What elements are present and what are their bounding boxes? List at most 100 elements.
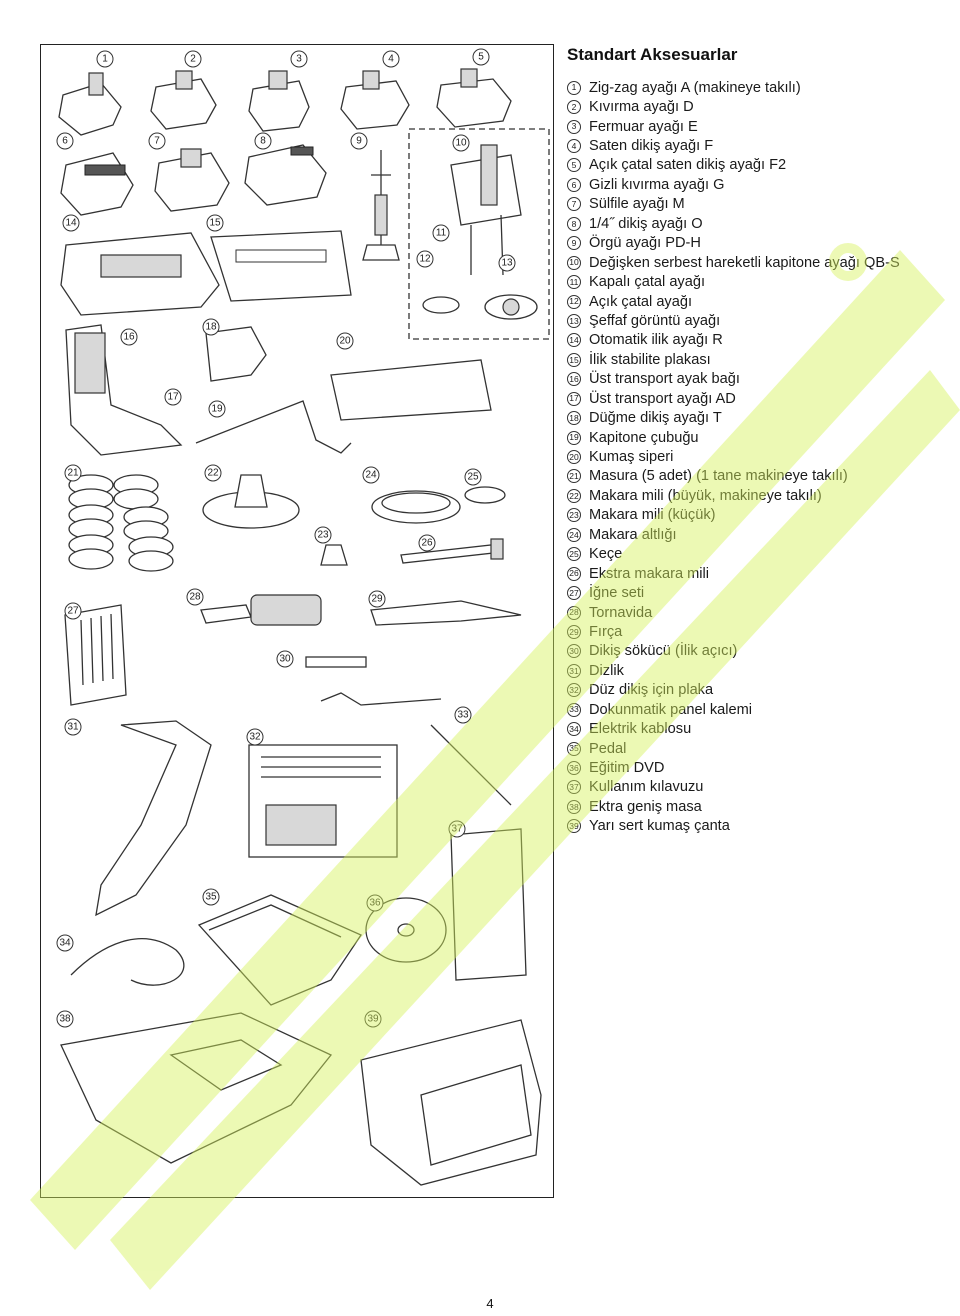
item-label: Makara mili (büyük, makineye takılı): [589, 487, 822, 504]
svg-text:7: 7: [154, 136, 160, 147]
svg-text:27: 27: [67, 606, 79, 617]
list-item: 32 Düz dikiş için plaka: [567, 681, 900, 700]
item-label: Yarı sert kumaş çanta: [589, 818, 730, 835]
item-label: Kapitone çubuğu: [589, 429, 699, 446]
item-label: Eğitim DVD: [589, 760, 665, 777]
item-label: Kapalı çatal ayağı: [589, 274, 706, 291]
item-number-badge: 22: [567, 488, 581, 503]
list-item: 24 Makara altlığı: [567, 525, 900, 544]
list-item: 5 Açık çatal saten dikiş ayağı F2: [567, 156, 900, 175]
item-number-badge: 18: [567, 411, 581, 426]
item-number-badge: 21: [567, 469, 581, 484]
item-number-badge: 24: [567, 527, 581, 542]
svg-text:28: 28: [189, 592, 201, 603]
section-title: Standart Aksesuarlar: [567, 45, 738, 64]
svg-text:10: 10: [455, 138, 467, 149]
quilting-bar-drawing: [195, 400, 352, 454]
svg-text:1: 1: [102, 54, 108, 65]
item-label: Üst transport ayağı AD: [589, 390, 736, 407]
item-number-badge: 5: [567, 158, 581, 173]
item-number-badge: 4: [567, 139, 581, 154]
item-label: Örgü ayağı PD-H: [589, 235, 701, 252]
item-number-badge: 37: [567, 780, 581, 795]
tools-drawing: [95, 594, 522, 917]
item-number-badge: 36: [567, 761, 581, 776]
svg-text:12: 12: [419, 254, 431, 265]
item-label: Ekstra makara mili: [589, 565, 710, 582]
item-number-badge: 13: [567, 313, 581, 328]
item-number-badge: 7: [567, 197, 581, 212]
item-label: İlik stabilite plakası: [589, 351, 711, 368]
foot-control-drawing: [197, 894, 362, 1006]
item-label: Kullanım kılavuzu: [589, 779, 704, 796]
item-label: Makara altlığı: [589, 526, 677, 543]
svg-text:18: 18: [205, 322, 217, 333]
item-label: Elektrik kablosu: [589, 721, 692, 738]
item-label: Pedal: [589, 740, 627, 757]
buttonhole-foot-and-plate: [60, 230, 352, 316]
item-number-badge: 27: [567, 586, 581, 601]
svg-text:21: 21: [67, 468, 79, 479]
svg-text:39: 39: [367, 1014, 379, 1025]
item-number-badge: 32: [567, 683, 581, 698]
svg-text:5: 5: [478, 52, 484, 63]
bag-drawing: [360, 1019, 542, 1186]
presser-foot-row-2: [60, 144, 400, 261]
item-label: Makara mili (küçük): [589, 507, 716, 524]
svg-text:32: 32: [249, 732, 261, 743]
item-label: Ektra geniş masa: [589, 798, 702, 815]
svg-text:26: 26: [421, 538, 433, 549]
list-item: 12 Açık çatal ayağı: [567, 292, 900, 311]
list-item: 22 Makara mili (büyük, makineye takılı): [567, 486, 900, 505]
item-label: Açık çatal saten dikiş ayağı F2: [589, 157, 787, 174]
item-label: Kumaş siperi: [589, 449, 674, 466]
bobbin-drawings: [68, 474, 174, 572]
item-label: Düz dikiş için plaka: [589, 682, 714, 699]
fabric-guide-drawing: [330, 359, 492, 421]
needle-plate-drawing: [248, 744, 398, 858]
svg-text:3: 3: [296, 54, 302, 65]
item-label: Otomatik ilik ayağı R: [589, 332, 723, 349]
svg-text:17: 17: [167, 392, 179, 403]
qb-s-drawing: [422, 144, 538, 320]
svg-text:25: 25: [467, 472, 479, 483]
svg-text:30: 30: [279, 654, 291, 665]
svg-text:33: 33: [457, 710, 469, 721]
svg-text:29: 29: [371, 594, 383, 605]
spool-drawings: [202, 474, 506, 566]
item-number-badge: 14: [567, 333, 581, 348]
item-number-badge: 15: [567, 352, 581, 367]
list-item: 39 Yarı sert kumaş çanta: [567, 817, 900, 836]
item-label: 1/4˝ dikiş ayağı O: [589, 215, 703, 232]
page-number: 4: [486, 1296, 494, 1311]
manual-drawing: [450, 828, 527, 981]
list-item: 15 İlik stabilite plakası: [567, 350, 900, 369]
item-label: Fırça: [589, 623, 623, 640]
list-item: 36 Eğitim DVD: [567, 758, 900, 777]
item-number-badge: 39: [567, 819, 581, 834]
item-label: Açık çatal ayağı: [589, 293, 693, 310]
item-number-badge: 33: [567, 702, 581, 717]
svg-text:11: 11: [436, 228, 447, 239]
item-label: Sülfile ayağı M: [589, 196, 685, 213]
item-number-badge: 3: [567, 119, 581, 134]
svg-text:34: 34: [59, 938, 71, 949]
svg-text:4: 4: [388, 54, 394, 65]
item-number-badge: 12: [567, 294, 581, 309]
item-label: Dikiş sökücü (İlik açıcı): [589, 643, 738, 660]
item-number-badge: 35: [567, 741, 581, 756]
item-label: Dizlik: [589, 662, 624, 679]
item-number-badge: 29: [567, 624, 581, 639]
list-item: 29 Fırça: [567, 622, 900, 641]
